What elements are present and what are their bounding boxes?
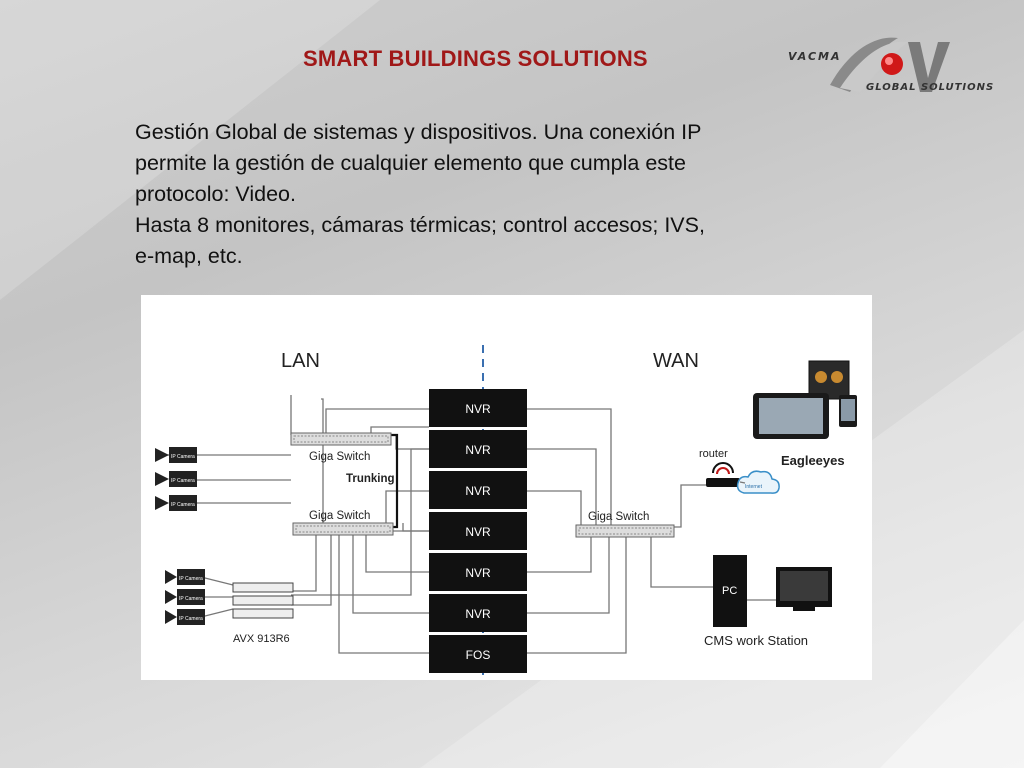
recorder-label: NVR — [465, 402, 491, 416]
camera-label: IP Camera — [179, 616, 203, 622]
pc-label: PC — [722, 585, 737, 597]
switch-top-label: Giga Switch — [309, 451, 370, 463]
internet-cloud-icon: Internet — [736, 470, 780, 494]
ip-camera-icon: IP Camera — [165, 609, 205, 625]
recorder-label: NVR — [465, 525, 491, 539]
switch-bottom-label: Giga Switch — [309, 510, 370, 522]
recorder-label: NVR — [465, 566, 491, 580]
router-label: router — [699, 448, 728, 460]
ip-camera-group-bottom: IP Camera IP Camera IP Camera — [165, 569, 205, 625]
camera-label: IP Camera — [171, 478, 195, 484]
recorder-unit — [429, 471, 527, 509]
station-label: CMS work Station — [704, 633, 808, 648]
logo-tagline: GLOBAL SOLUTIONS — [866, 82, 994, 93]
ip-camera-icon: IP Camera — [155, 495, 197, 511]
internet-label: Internet — [745, 484, 763, 490]
lan-wiring — [159, 395, 429, 654]
phone-icon — [808, 360, 850, 400]
ip-camera-icon: IP Camera — [155, 447, 197, 463]
dvr-label: AVX 913R6 — [233, 633, 290, 645]
camera-label: IP Camera — [179, 596, 203, 602]
logo-brand: VACMA — [788, 50, 841, 63]
camera-label: IP Camera — [171, 502, 195, 508]
recorder-unit — [429, 430, 527, 468]
body-line: protocolo: Video. — [135, 182, 296, 206]
camera-label: IP Camera — [179, 576, 203, 582]
recorder-label: NVR — [465, 443, 491, 457]
pc-tower-icon — [713, 555, 747, 627]
recorder-unit — [429, 553, 527, 591]
dvr-stack: AVX 913R6 — [232, 582, 294, 645]
lan-label: LAN — [281, 350, 320, 372]
body-line: Gestión Global de sistemas y dispositivo… — [135, 120, 702, 144]
recorder-unit — [429, 594, 527, 632]
recorder-label: NVR — [465, 607, 491, 621]
body-line: permite la gestión de cualquier elemento… — [135, 151, 686, 175]
camera-label: IP Camera — [171, 454, 195, 460]
mobile-label: Eagleeyes — [781, 453, 845, 468]
switch-wan-label: Giga Switch — [588, 511, 649, 523]
ip-camera-group-top: IP Camera IP Camera IP Camera — [155, 447, 197, 511]
switch-wan: Giga Switch — [575, 511, 675, 538]
pc-station: PC CMS work Station — [704, 555, 832, 648]
recorder-unit — [429, 389, 527, 427]
logo-graphic: VACMA GLOBAL SOLUTIONS — [788, 37, 994, 93]
switch-top: Giga Switch — [290, 432, 392, 463]
recorder-unit — [429, 635, 527, 673]
network-diagram-svg: LAN WAN — [155, 345, 857, 678]
wan-wiring — [527, 408, 776, 654]
router: router — [699, 448, 740, 487]
switch-bottom: Giga Switch — [292, 510, 394, 536]
network-diagram: LAN WAN — [141, 295, 872, 680]
trunking-label: Trunking — [346, 473, 395, 485]
recorder-stack: NVR NVR NVR NVR NVR NVR FOS — [429, 389, 527, 673]
body-text: Gestión Global de sistemas y dispositivo… — [135, 117, 895, 272]
router-cloud-link — [739, 481, 746, 484]
slide-title: SMART BUILDINGS SOLUTIONS — [303, 46, 648, 71]
mobile-devices: Eagleeyes — [753, 360, 857, 468]
recorder-label: NVR — [465, 484, 491, 498]
wan-label: WAN — [653, 350, 699, 372]
body-line: Hasta 8 monitores, cámaras térmicas; con… — [135, 213, 705, 237]
company-logo: VACMA GLOBAL SOLUTIONS — [780, 30, 1000, 100]
ip-camera-icon: IP Camera — [155, 471, 197, 487]
recorder-label: FOS — [466, 648, 491, 662]
recorder-unit — [429, 512, 527, 550]
body-line: e-map, etc. — [135, 244, 243, 268]
ip-camera-icon: IP Camera — [165, 569, 205, 585]
ip-camera-icon: IP Camera — [165, 589, 205, 605]
